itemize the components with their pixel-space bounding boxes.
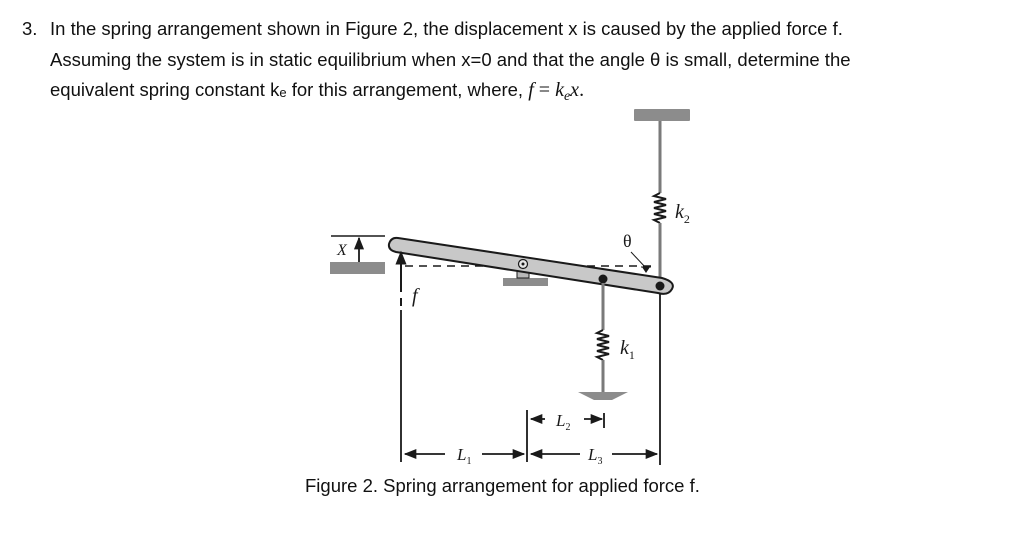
top-ground bbox=[634, 109, 690, 121]
problem-line-2: Assuming the system is in static equilib… bbox=[50, 48, 851, 70]
k1-ground bbox=[578, 392, 628, 400]
svg-text:L1: L1 bbox=[456, 445, 471, 467]
dimension-L2: L2 bbox=[529, 411, 604, 433]
spring-arrangement-figure: k2 X θ f k1 L2 bbox=[330, 109, 690, 467]
spring-k2-icon bbox=[651, 192, 667, 224]
label-f: f bbox=[412, 285, 420, 307]
problem-line-1: 3.In the spring arrangement shown in Fig… bbox=[22, 14, 1012, 45]
k2-attachment-point bbox=[655, 281, 665, 291]
label-k1: k1 bbox=[620, 337, 635, 362]
k1-attachment-point bbox=[598, 274, 608, 284]
dimension-L3: L3 bbox=[529, 445, 659, 467]
dimension-L1: L1 bbox=[403, 445, 526, 467]
spring-k1-icon bbox=[594, 329, 610, 361]
label-theta: θ bbox=[623, 231, 632, 251]
label-k2: k2 bbox=[675, 201, 690, 226]
problem-statement: 3.In the spring arrangement shown in Fig… bbox=[22, 14, 1012, 113]
problem-number: 3. bbox=[22, 18, 38, 39]
problem-line-3: equivalent spring constant ke for this a… bbox=[50, 79, 585, 104]
svg-text:L3: L3 bbox=[587, 445, 602, 467]
left-ground bbox=[330, 262, 385, 274]
figure-caption: Figure 2. Spring arrangement for applied… bbox=[305, 475, 700, 496]
pivot-ground bbox=[503, 278, 548, 286]
label-x: X bbox=[336, 242, 348, 259]
equation: f=kex. bbox=[528, 79, 585, 104]
svg-text:L2: L2 bbox=[555, 411, 570, 433]
